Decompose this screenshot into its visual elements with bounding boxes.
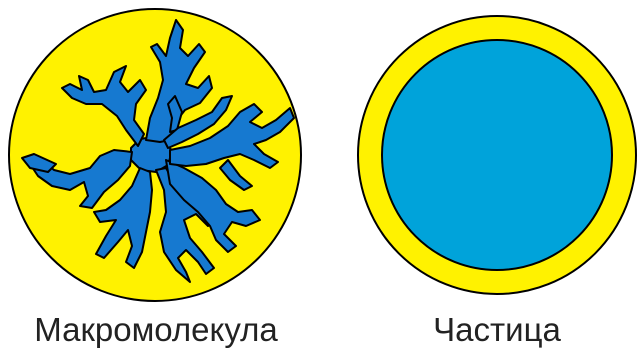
- particle-core: [382, 40, 612, 270]
- particle-caption: Частица: [433, 310, 561, 350]
- macromolecule-figure: [9, 9, 301, 301]
- macromolecule-caption: Макромолекула: [34, 310, 277, 350]
- particle-figure: [358, 16, 636, 294]
